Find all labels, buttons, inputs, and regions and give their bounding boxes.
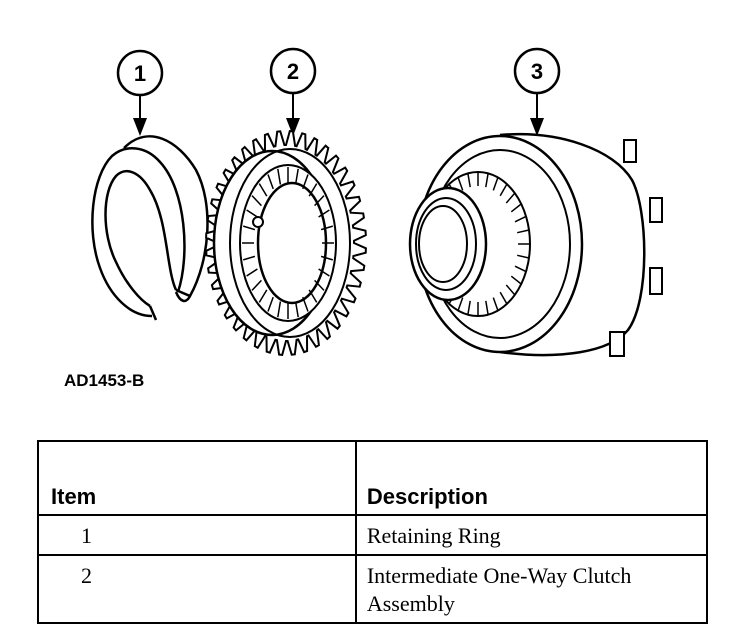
clutch-roller-line	[277, 168, 282, 185]
drum-spline-line	[485, 173, 489, 188]
clutch-roller-line	[308, 183, 318, 197]
row-item-number: 1	[37, 514, 357, 556]
clutch-roller-line	[251, 279, 262, 291]
callout-2: 2	[269, 47, 317, 136]
clutch-roller-line	[294, 301, 299, 318]
clutch-roller-line	[302, 174, 309, 190]
column-header-description: Description	[354, 440, 709, 516]
clutch-roller-line	[267, 174, 274, 190]
clutch-roller-line	[320, 225, 334, 231]
clutch-roller-line	[302, 296, 309, 312]
clutch-roller-line	[314, 279, 325, 291]
exploded-parts-illustration: 1 2 3	[64, 47, 663, 390]
drum-spline-line	[457, 177, 464, 191]
parts-table: Item Description 1 Retaining Ring 2 Inte…	[37, 440, 709, 624]
clutch-roller-line	[294, 168, 299, 185]
clutch-roller-line	[251, 195, 262, 207]
drum-spline-line	[492, 297, 499, 311]
clutch-roller-line	[318, 209, 330, 218]
callout-1: 1	[116, 49, 164, 136]
clutch-roller-line	[267, 296, 274, 312]
clutch-roller-line	[246, 209, 258, 218]
drum-spline-line	[492, 177, 499, 191]
clutch-roller-line	[258, 289, 268, 303]
row-item-number: 2	[37, 554, 357, 624]
drum-spline-line	[510, 203, 522, 213]
drum-spline-line	[517, 229, 530, 234]
clutch-roller-line	[318, 268, 330, 277]
clutch-roller-line	[242, 255, 256, 261]
clutch-roller-line	[314, 195, 325, 207]
drum-spline-line	[510, 275, 522, 285]
drum-spline-line	[505, 192, 516, 204]
drum-spline-line	[505, 284, 516, 296]
figure-id: AD1453-B	[64, 371, 144, 390]
row-item-description: Retaining Ring	[354, 514, 709, 556]
drum-spline-line	[499, 183, 508, 197]
retaining-ring-drawing	[91, 135, 209, 321]
table-row: 2 Intermediate One-Way Clutch Assembly	[37, 554, 709, 624]
callout-2-label: 2	[287, 59, 299, 84]
callout-3-label: 3	[531, 59, 543, 84]
drum-spline-line	[514, 265, 527, 273]
one-way-clutch-drawing	[205, 130, 367, 356]
clutch-roller-line	[320, 255, 334, 261]
callout-1-label: 1	[134, 61, 146, 86]
clutch-roller-line	[242, 225, 256, 231]
drum-spline-line	[517, 254, 530, 259]
clutch-roller-line	[277, 301, 282, 318]
drum-spline-line	[485, 300, 489, 315]
table-row: 1 Retaining Ring	[37, 514, 709, 556]
table-header-row: Item Description	[37, 440, 709, 516]
clutch-drum-drawing	[408, 133, 663, 357]
column-header-item: Item	[37, 440, 357, 516]
row-item-description: Intermediate One-Way Clutch Assembly	[354, 554, 709, 624]
clutch-roller-line	[258, 183, 268, 197]
drum-spline-line	[467, 173, 471, 188]
drum-spline-line	[467, 300, 471, 315]
clutch-roller-line	[246, 268, 258, 277]
drum-spline-line	[499, 291, 508, 305]
callout-3: 3	[513, 47, 561, 136]
drum-spline-line	[457, 297, 464, 311]
clutch-roller-line	[308, 289, 318, 303]
drum-spline-line	[514, 215, 527, 223]
